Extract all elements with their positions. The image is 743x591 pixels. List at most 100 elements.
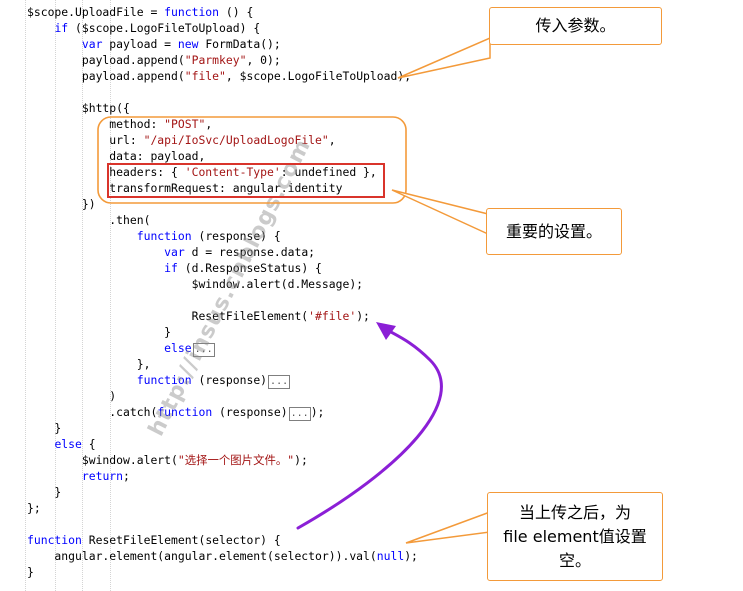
code-token: $http({: [27, 101, 130, 115]
code-token: "file": [184, 69, 226, 83]
code-line: var d = response.data;: [27, 244, 315, 260]
code-token: () {: [219, 5, 254, 19]
code-token: ResetFileElement(selector) {: [81, 533, 281, 547]
reset-arrow: [296, 326, 443, 530]
code-token: }: [27, 485, 62, 499]
code-line: }: [27, 324, 171, 340]
code-token: else: [164, 341, 192, 355]
options-highlight-ring: [97, 116, 407, 204]
code-token: .catch(: [27, 405, 158, 419]
code-token: '#file': [308, 309, 357, 323]
code-token: : undefined },: [280, 165, 377, 179]
params-callout: 传入参数。: [489, 7, 662, 45]
code-line: ): [27, 388, 116, 404]
code-token: "POST": [164, 117, 206, 131]
code-token: "Parmkey": [184, 53, 247, 67]
code-token: payload.append(: [27, 53, 185, 67]
code-token: $window.alert(: [27, 453, 178, 467]
indent-guide: [110, 0, 111, 591]
code-token: );: [404, 549, 418, 563]
code-line: var payload = new FormData();: [27, 36, 281, 52]
code-line: else {: [27, 436, 96, 452]
code-line: function ResetFileElement(selector) {: [27, 532, 281, 548]
code-token: ,: [328, 133, 336, 147]
code-token: function: [157, 405, 213, 419]
code-line: payload.append("Parmkey", 0);: [27, 52, 281, 68]
important-callout-pointer: [391, 189, 489, 236]
code-token: "选择一个图片文件。": [177, 453, 295, 467]
code-token: ;: [123, 469, 130, 483]
code-line: data: payload,: [27, 148, 205, 164]
important-settings-box: [107, 163, 385, 198]
code-line: url: "/api/IoSvc/UploadLogoFile",: [27, 132, 336, 148]
params-callout-text: 传入参数。: [535, 16, 616, 35]
code-token: payload.append(: [27, 69, 185, 83]
code-token: else: [54, 437, 82, 451]
code-line: return;: [27, 468, 130, 484]
collapsed-region-marker[interactable]: ...: [192, 343, 215, 357]
code-token: );: [294, 453, 308, 467]
code-token: }: [27, 421, 62, 435]
code-line: payload.append("file", $scope.LogoFileTo…: [27, 68, 411, 84]
code-token: $scope.UploadFile =: [27, 5, 165, 19]
code-token: "/api/IoSvc/UploadLogoFile": [143, 133, 329, 147]
code-token: (response) {: [191, 229, 281, 243]
reset-callout-line3: 空。: [558, 550, 591, 570]
code-token: (response): [212, 405, 288, 419]
code-token: d = response.data;: [184, 245, 316, 259]
code-token: }): [27, 197, 96, 211]
code-token: ,: [205, 117, 213, 131]
code-line: }: [27, 484, 61, 500]
code-line: $http({: [27, 100, 130, 116]
code-token: data: payload,: [27, 149, 206, 163]
code-line: transformRequest: angular.identity: [27, 180, 342, 196]
code-line: $scope.UploadFile = function () {: [27, 4, 253, 20]
indent-guide: [55, 0, 56, 591]
important-callout-text: 重要的设置。: [505, 221, 602, 241]
code-line: angular.element(angular.element(selector…: [27, 548, 418, 564]
code-token: $window.alert(d.Message);: [27, 277, 364, 291]
code-token: );: [356, 309, 370, 323]
code-line: }: [27, 564, 34, 580]
important-callout: 重要的设置。: [486, 208, 622, 255]
code-token: (response): [191, 373, 268, 387]
code-line: }): [27, 196, 96, 212]
code-line: ResetFileElement('#file');: [27, 308, 370, 324]
code-line: if (d.ResponseStatus) {: [27, 260, 322, 276]
code-token: url:: [27, 133, 144, 147]
code-line: headers: { 'Content-Type': undefined },: [27, 164, 377, 180]
code-token: new: [177, 37, 199, 51]
code-token: angular.element(angular.element(selector…: [27, 549, 377, 563]
code-token: ResetFileElement(: [27, 309, 309, 323]
code-line: };: [27, 500, 41, 516]
code-token: {: [81, 437, 96, 451]
code-token: }: [27, 565, 34, 579]
code-token: var: [164, 245, 185, 259]
collapsed-region-marker[interactable]: ...: [288, 407, 311, 421]
code-token: };: [27, 501, 41, 515]
code-token: if: [164, 261, 178, 275]
reset-arrow-head: [376, 322, 396, 340]
code-token: , $scope.LogoFileToUpload);: [225, 69, 412, 83]
code-line: $window.alert(d.Message);: [27, 276, 363, 292]
code-token: (d.ResponseStatus) {: [177, 261, 322, 275]
code-token: payload =: [102, 37, 178, 51]
collapsed-region-marker[interactable]: ...: [268, 375, 291, 389]
code-token: transformRequest: angular.identity: [27, 181, 343, 195]
code-line: .then(: [27, 212, 150, 228]
code-token: ($scope.LogoFileToUpload) {: [68, 21, 261, 35]
code-token: var: [81, 37, 103, 51]
params-callout-pointer: [397, 36, 491, 79]
code-line: .catch(function (response)...);: [27, 404, 324, 421]
code-token: 'Content-Type': [184, 165, 281, 179]
code-line: $window.alert("选择一个图片文件。");: [27, 452, 308, 468]
code-token: return: [81, 469, 124, 483]
code-token: if: [54, 21, 69, 35]
code-token: function: [136, 373, 192, 387]
reset-callout-line1: 当上传之后，为: [518, 502, 631, 522]
code-line: },: [27, 356, 151, 372]
indent-guide: [82, 0, 83, 591]
reset-callout-line2: file element值设置: [503, 526, 647, 546]
